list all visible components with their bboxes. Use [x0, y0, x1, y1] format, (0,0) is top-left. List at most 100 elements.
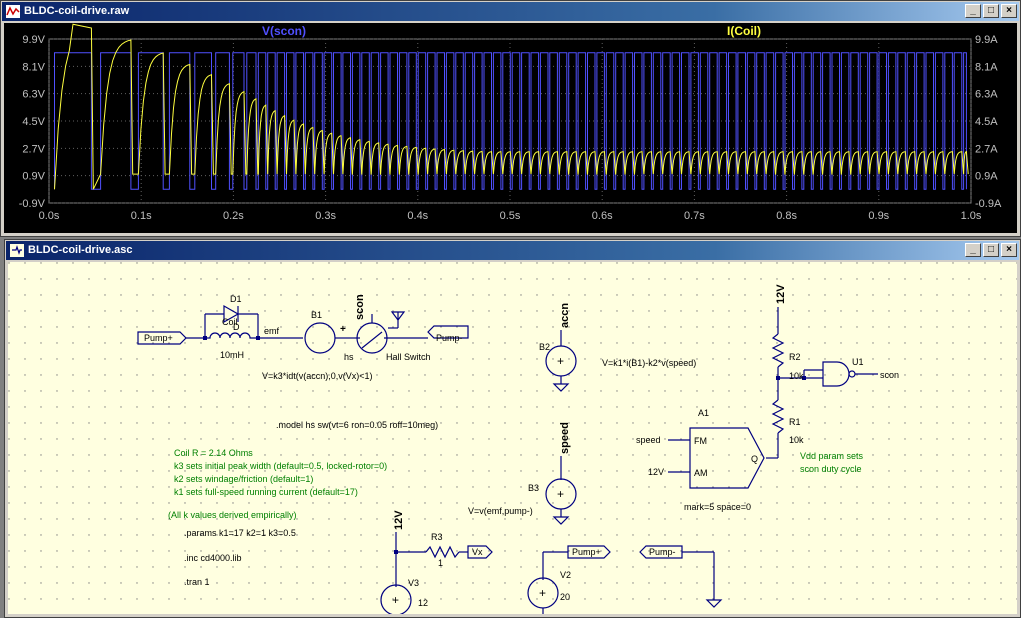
vx-flag — [467, 545, 493, 559]
y-tick-left: 0.9V — [22, 171, 45, 183]
label-vx: Vx — [472, 547, 483, 557]
close-button[interactable]: × — [1001, 4, 1017, 18]
label-v3: V3 — [408, 578, 419, 588]
schematic-drawing[interactable]: + + + + + Pump+ D1 D Coil 10mH emf B1 hs… — [8, 262, 1017, 614]
resistor-r3 — [425, 545, 460, 559]
label-r2-value: 10k — [789, 371, 804, 381]
y-tick-right: -0.9A — [975, 198, 1002, 210]
b3-equation: V=v(emf,pump-) — [468, 506, 533, 516]
trace-label-vscon[interactable]: V(scon) — [262, 24, 306, 38]
label-a1: A1 — [698, 408, 709, 418]
diode-d1 — [223, 304, 240, 324]
label-am: AM — [694, 468, 708, 478]
label-b3: B3 — [528, 483, 539, 493]
schematic-app-icon — [10, 244, 24, 257]
label-fm: FM — [694, 436, 707, 446]
x-tick: 0.1s — [131, 210, 152, 222]
svg-text:+: + — [557, 487, 564, 501]
note-k2: k2 sets windage/friction (default=1) — [174, 474, 313, 484]
waveform-app-icon — [6, 5, 20, 18]
note-coil-r: Coil R = 2.14 Ohms — [174, 448, 253, 458]
y-tick-left: 9.9V — [22, 34, 45, 46]
schematic-grid — [8, 262, 1017, 614]
schematic-window[interactable]: BLDC-coil-drive.asc _ □ × — [4, 239, 1021, 618]
label-r2: R2 — [789, 352, 801, 362]
label-pump-minus: Pump- — [436, 333, 463, 343]
waveform-window[interactable]: BLDC-coil-drive.raw _ □ × 9.9V 9.9A 8.1V 8.… — [0, 0, 1021, 237]
x-tick: 1.0s — [961, 210, 982, 222]
trace-vscon — [54, 52, 967, 190]
x-tick: 0.0s — [39, 210, 60, 222]
label-coil: Coil — [222, 317, 238, 327]
x-tick: 0.5s — [500, 210, 521, 222]
y-tick-left: 2.7V — [22, 143, 45, 155]
x-tick: 0.3s — [315, 210, 336, 222]
y-tick-right: 2.7A — [975, 143, 998, 155]
label-pump-plus: Pump+ — [144, 333, 173, 343]
x-tick: 0.6s — [592, 210, 613, 222]
label-scon-out: scon — [880, 370, 899, 380]
label-r3: R3 — [431, 532, 443, 542]
y-tick-left: 8.1V — [22, 61, 45, 73]
minimize-button[interactable]: _ — [965, 243, 981, 257]
resistor-r2 — [771, 333, 785, 368]
model-directive: .model hs sw(vt=6 ron=0.05 roff=10meg) — [276, 420, 438, 430]
trace-label-icoil[interactable]: I(Coil) — [727, 24, 761, 38]
note-k3: k3 sets initial peak width (default=0.5,… — [174, 461, 387, 471]
schematic-titlebar[interactable]: BLDC-coil-drive.asc _ □ × — [6, 241, 1019, 260]
close-button[interactable]: × — [1001, 243, 1017, 257]
label-b1: B1 — [311, 310, 322, 320]
y-tick-right: 9.9A — [975, 34, 998, 46]
b1-equation: V=k3*idt(v(accn),0,v(Vx)<1) — [262, 371, 373, 381]
label-r1: R1 — [789, 417, 801, 427]
label-hall-switch: Hall Switch — [386, 352, 431, 362]
note-vdd-1: Vdd param sets — [800, 451, 864, 461]
label-12v-r3: 12V — [393, 510, 405, 530]
label-v2-value: 20 — [560, 592, 570, 602]
x-tick: 0.2s — [223, 210, 244, 222]
label-u1: U1 — [852, 357, 864, 367]
note-empirical: (All k values derived empirically) — [168, 510, 297, 520]
a1-modulator — [689, 427, 765, 489]
label-v2: V2 — [560, 570, 571, 580]
label-12v-in: 12V — [648, 467, 664, 477]
y-tick-right: 0.9A — [975, 171, 998, 183]
svg-text:+: + — [340, 324, 346, 335]
label-12v-top: 12V — [775, 284, 787, 304]
y-tick-right: 4.5A — [975, 116, 998, 128]
b2-equation: V=k1*i(B1)-k2*v(speed) — [602, 358, 696, 368]
schematic-canvas[interactable]: + + + + + Pump+ D1 D Coil 10mH emf B1 hs… — [8, 262, 1017, 614]
schematic-window-title: BLDC-coil-drive.asc — [28, 244, 133, 256]
label-r3-value: 1 — [438, 558, 443, 568]
label-pump-plus-2: Pump+ — [572, 547, 601, 557]
pump-plus-flag-2 — [567, 545, 611, 559]
y-tick-right: 6.3A — [975, 89, 998, 101]
resistor-r1 — [771, 399, 785, 434]
minimize-button[interactable]: _ — [965, 4, 981, 18]
label-r1-value: 10k — [789, 435, 804, 445]
params-directive: .params k1=17 k2=1 k3=0.5 — [184, 528, 296, 538]
label-speed-net: speed — [559, 422, 571, 454]
label-mark-space: mark=5 space=0 — [684, 502, 751, 512]
note-vdd-2: scon duty cycle — [800, 464, 862, 474]
label-10mh: 10mH — [220, 350, 244, 360]
inc-directive: .inc cd4000.lib — [184, 553, 242, 563]
svg-text:+: + — [392, 593, 399, 607]
label-q: Q — [751, 454, 758, 464]
y-tick-right: 8.1A — [975, 61, 998, 73]
waveform-titlebar[interactable]: BLDC-coil-drive.raw _ □ × — [2, 2, 1019, 21]
x-tick: 0.4s — [407, 210, 428, 222]
label-speed-in: speed — [636, 435, 661, 445]
x-tick: 0.8s — [776, 210, 797, 222]
waveform-window-title: BLDC-coil-drive.raw — [24, 5, 130, 17]
coil-inductor — [205, 332, 258, 339]
v3-source — [380, 584, 412, 614]
maximize-button[interactable]: □ — [983, 4, 999, 18]
note-k1: k1 sets full-speed running current (defa… — [174, 487, 358, 497]
label-b2: B2 — [539, 342, 550, 352]
tran-directive: .tran 1 — [184, 577, 210, 587]
maximize-button[interactable]: □ — [983, 243, 999, 257]
label-v3-value: 12 — [418, 598, 428, 608]
